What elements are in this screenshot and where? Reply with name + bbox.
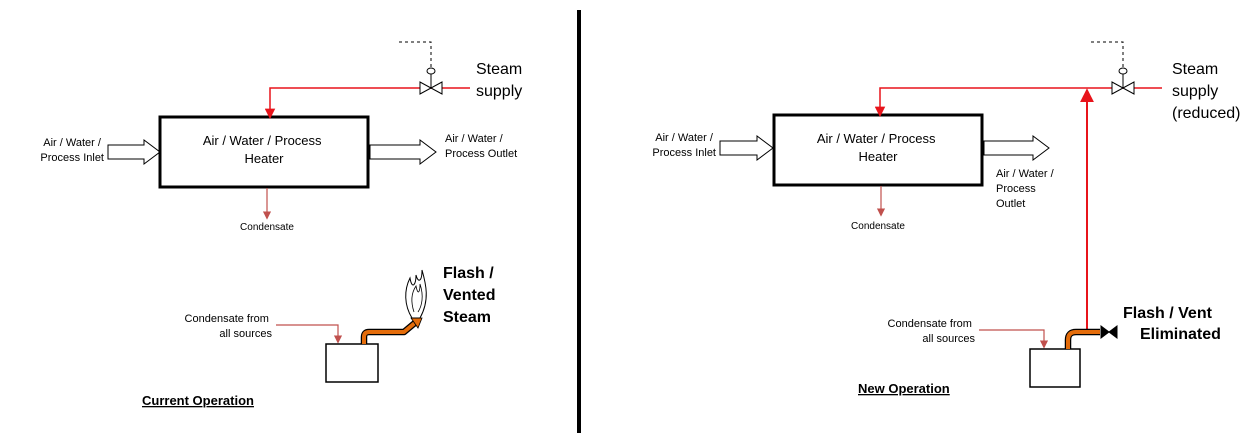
right-inlet-label: Air / Water / Process Inlet <box>652 132 716 159</box>
right-steam-label: Steam supply (reduced) <box>1172 61 1240 122</box>
left-heater-label: Air / Water / Process Heater <box>203 133 325 166</box>
left-flash-tank <box>325 343 379 383</box>
right-condensate-all-label: Condensate from all sources <box>888 318 976 345</box>
right-heater-label: Air / Water / Process Heater <box>817 131 939 164</box>
left-outlet-arrow <box>369 139 437 165</box>
left-flash-label: Flash / Vented Steam <box>443 265 500 326</box>
left-inlet-arrow <box>107 139 161 165</box>
right-condensate-all-line <box>979 329 1049 349</box>
left-heater-box <box>158 115 370 189</box>
right-inlet-arrow <box>719 135 774 161</box>
right-outlet-arrow <box>983 135 1050 161</box>
right-steam-line <box>874 87 1162 118</box>
right-outlet-label: Air / Water / Process Outlet <box>996 168 1057 210</box>
left-steam-line <box>264 87 470 120</box>
right-flash-tank <box>1029 348 1081 388</box>
left-control-signal-line <box>396 41 432 67</box>
right-vent-closed-valve-icon <box>1100 325 1118 339</box>
left-vented-steam-plume-icon <box>405 269 427 319</box>
new-operation-panel: Air / Water / Process Inlet Air / Water … <box>652 41 1240 396</box>
left-outlet-label: Air / Water / Process Outlet <box>445 133 517 160</box>
left-steam-label: Steam supply <box>476 61 527 100</box>
left-caption: Current Operation <box>142 393 254 408</box>
right-caption: New Operation <box>858 381 950 396</box>
right-control-signal-line <box>1088 41 1124 67</box>
current-operation-panel: Air / Water / Process Inlet Air / Water … <box>40 41 527 408</box>
left-condensate-all-label: Condensate from all sources <box>185 313 273 340</box>
left-inlet-label: Air / Water / Process Inlet <box>40 137 104 164</box>
right-flash-label: Flash / Vent Eliminated <box>1123 305 1221 343</box>
right-heater-box <box>772 113 984 187</box>
left-condensate-all-line <box>276 324 343 344</box>
right-condensate-label: Condensate <box>851 221 905 232</box>
left-condensate-label: Condensate <box>240 222 294 233</box>
